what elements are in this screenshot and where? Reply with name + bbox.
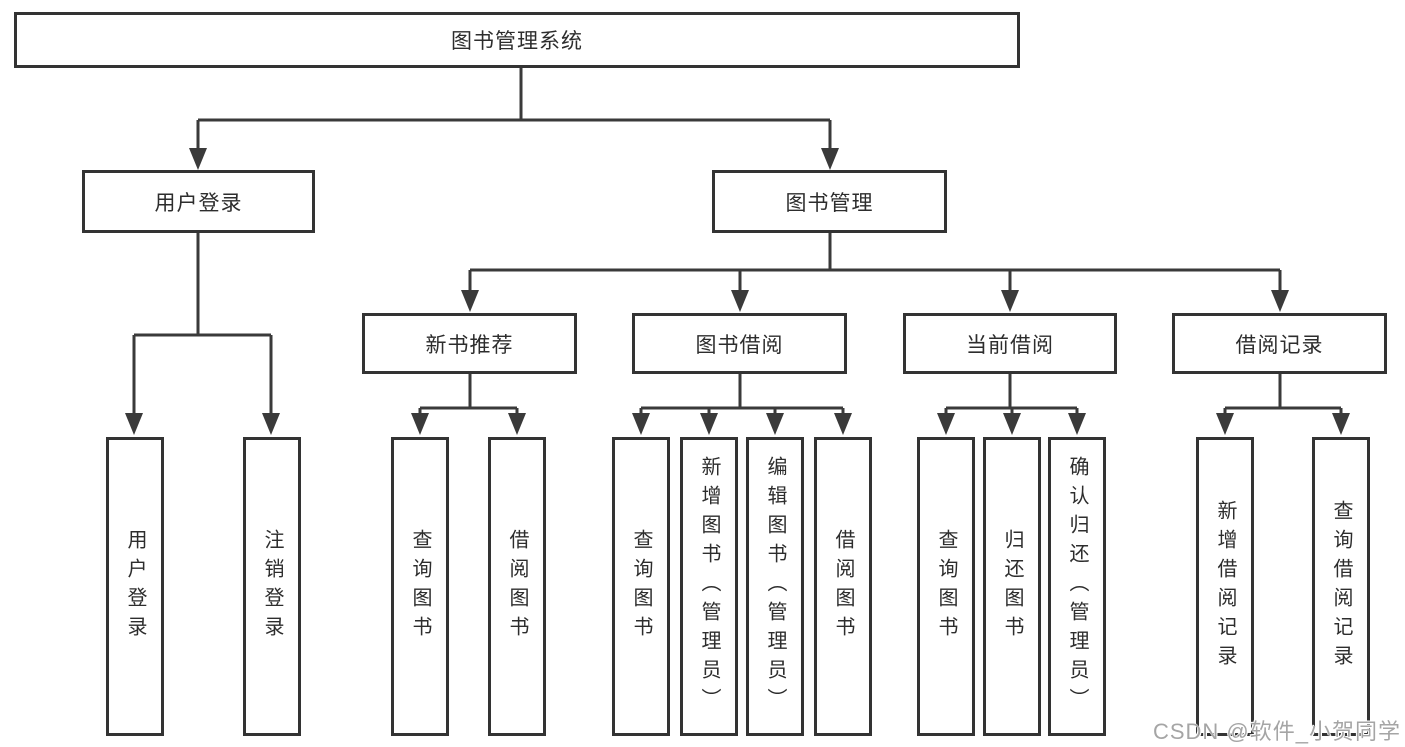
arrowhead — [632, 413, 650, 435]
arrowhead — [1068, 413, 1086, 435]
leaf-borrow-borrow-books: 借阅图书 — [814, 437, 872, 736]
arrowhead — [125, 413, 143, 435]
leaf-label: 用户登录 — [124, 528, 146, 645]
connector-root-to-level2 — [196, 68, 832, 156]
leaf-current-query-books: 查询图书 — [917, 437, 975, 736]
arrowhead — [937, 413, 955, 435]
leaf-label: 确认归还（管理员） — [1066, 456, 1088, 717]
leaf-user-login: 用户登录 — [106, 437, 164, 736]
node-group-borrow-records: 借阅记录 — [1172, 313, 1387, 374]
node-group-current-borrow: 当前借阅 — [903, 313, 1117, 374]
arrowhead — [766, 413, 784, 435]
node-book-management-branch: 图书管理 — [712, 170, 947, 233]
arrowhead — [1003, 413, 1021, 435]
connector-group-records — [1223, 374, 1343, 422]
node-root-system: 图书管理系统 — [14, 12, 1020, 68]
arrowheads — [125, 148, 1350, 435]
leaf-label: 查询图书 — [409, 528, 431, 645]
arrowhead — [508, 413, 526, 435]
arrowhead — [1001, 290, 1019, 312]
node-user-login-branch: 用户登录 — [82, 170, 315, 233]
leaf-records-query-record: 查询借阅记录 — [1312, 437, 1370, 736]
leaf-records-add-record: 新增借阅记录 — [1196, 437, 1254, 736]
leaf-recommend-borrow-books: 借阅图书 — [488, 437, 546, 736]
node-group-book-borrow: 图书借阅 — [632, 313, 847, 374]
arrowhead — [834, 413, 852, 435]
arrowhead — [731, 290, 749, 312]
arrowhead — [461, 290, 479, 312]
arrowhead — [262, 413, 280, 435]
connector-group-borrow — [639, 374, 845, 422]
leaf-current-return-books: 归还图书 — [983, 437, 1041, 736]
connector-management-to-groups — [468, 233, 1282, 300]
csdn-watermark: CSDN @软件_小贺同学 — [1152, 719, 1401, 744]
arrowhead — [1216, 413, 1234, 435]
leaf-label: 查询图书 — [935, 528, 957, 645]
arrowhead — [1271, 290, 1289, 312]
leaf-borrow-query-books: 查询图书 — [612, 437, 670, 736]
leaf-current-confirm-return-admin: 确认归还（管理员） — [1048, 437, 1106, 736]
leaf-label: 归还图书 — [1001, 528, 1023, 645]
arrowhead — [411, 413, 429, 435]
leaf-label: 借阅图书 — [832, 528, 854, 645]
connector-paths — [132, 68, 1343, 422]
leaf-label: 借阅图书 — [506, 528, 528, 645]
node-group-new-book-recommend: 新书推荐 — [362, 313, 577, 374]
connector-login-to-leaves — [132, 233, 273, 422]
arrowhead — [700, 413, 718, 435]
leaf-label: 注销登录 — [261, 528, 283, 645]
leaf-label: 编辑图书（管理员） — [764, 456, 786, 717]
connector-group-recommend — [418, 374, 519, 422]
leaf-label: 查询借阅记录 — [1330, 499, 1352, 674]
leaf-recommend-query-books: 查询图书 — [391, 437, 449, 736]
arrowhead — [821, 148, 839, 170]
leaf-logout: 注销登录 — [243, 437, 301, 736]
leaf-label: 新增图书（管理员） — [698, 456, 720, 717]
leaf-label: 新增借阅记录 — [1214, 499, 1236, 674]
leaf-borrow-edit-books-admin: 编辑图书（管理员） — [746, 437, 804, 736]
leaf-label: 查询图书 — [630, 528, 652, 645]
arrowhead — [189, 148, 207, 170]
leaf-borrow-add-books-admin: 新增图书（管理员） — [680, 437, 738, 736]
arrowhead — [1332, 413, 1350, 435]
